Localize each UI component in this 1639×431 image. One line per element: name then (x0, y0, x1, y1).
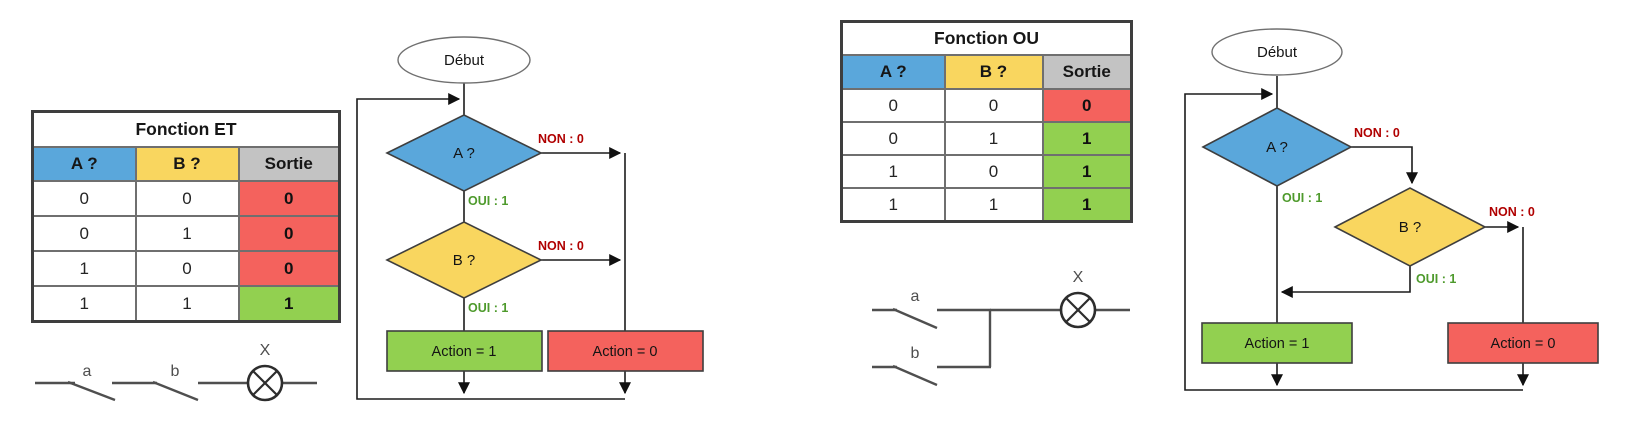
table-header-row: A ? B ? Sortie (840, 54, 1133, 90)
table-row: 1 1 1 (840, 187, 1133, 223)
table-title: Fonction OU (840, 20, 1133, 56)
col-header-a: A ? (31, 146, 137, 182)
flow-connectors (356, 82, 631, 400)
decision-b (385, 221, 543, 299)
wire-lines (872, 307, 1130, 387)
non-branch-a-line (1351, 146, 1418, 185)
decision-a-label: A ? (1266, 139, 1288, 156)
flowchart-et: Début A ? B ? NON : 0 NON : 0 OUI : 1 OU… (356, 36, 704, 400)
switch-b-blade (152, 380, 199, 402)
col-header-sortie: Sortie (237, 146, 341, 182)
decision-a-label: A ? (453, 145, 475, 162)
cell-a: 1 (840, 154, 946, 189)
start-node (397, 36, 531, 84)
action-0-label: Action = 0 (1491, 336, 1556, 352)
cell-sortie: 0 (237, 250, 341, 287)
decision-b (1333, 187, 1487, 267)
decision-a (385, 114, 543, 192)
cell-b: 1 (134, 215, 240, 252)
circuit-et-series: a b X (35, 342, 317, 402)
oui-branch-b-label: OUI : 1 (468, 301, 508, 315)
table-title-row: Fonction OU (840, 20, 1133, 56)
table-row: 1 1 1 (31, 285, 341, 323)
flow-connectors (1184, 76, 1529, 391)
non-branch-b-label: NON : 0 (1489, 205, 1535, 219)
table-title-row: Fonction ET (31, 110, 341, 148)
cell-b: 0 (134, 180, 240, 217)
switch-a-blade (67, 380, 116, 402)
non-branch-a-label: NON : 0 (538, 132, 584, 146)
table-row: 0 0 0 (840, 88, 1133, 123)
action-0-box (1447, 322, 1599, 364)
table-title: Fonction ET (31, 110, 341, 148)
cell-a: 0 (840, 88, 946, 123)
table-row: 0 0 0 (31, 180, 341, 217)
action-1-box (386, 330, 543, 372)
col-header-b: B ? (943, 54, 1044, 90)
cell-a: 0 (31, 180, 137, 217)
loop-back-line (1184, 88, 1523, 391)
cell-sortie: 1 (1041, 121, 1133, 156)
lamp-label: X (260, 342, 271, 359)
non-branch-a-label: NON : 0 (1354, 126, 1400, 140)
action-1-box (1201, 322, 1353, 364)
cell-sortie: 0 (1041, 88, 1133, 123)
lamp-label: X (1073, 269, 1084, 286)
oui-branch-a-label: OUI : 1 (468, 194, 508, 208)
table-row: 0 1 0 (31, 215, 341, 252)
table-row: 1 0 1 (840, 154, 1133, 189)
action-1-label: Action = 1 (432, 344, 497, 360)
cell-a: 1 (840, 187, 946, 223)
truth-table-ou: Fonction OU A ? B ? Sortie 0 0 0 0 1 1 1… (840, 20, 1134, 223)
cell-a: 0 (31, 215, 137, 252)
start-label: Début (444, 52, 485, 69)
col-header-sortie: Sortie (1041, 54, 1133, 90)
cell-b: 0 (134, 250, 240, 287)
table-row: 1 0 0 (31, 250, 341, 287)
loop-back-line (356, 93, 625, 400)
oui-branch-a-label: OUI : 1 (1282, 191, 1322, 205)
decision-b-label: B ? (1399, 219, 1422, 236)
switch-b-blade (892, 364, 938, 387)
cell-sortie: 1 (237, 285, 341, 323)
truth-table-et: Fonction ET A ? B ? Sortie 0 0 0 0 1 0 1… (31, 110, 341, 323)
cell-b: 0 (943, 88, 1044, 123)
wire-lines (35, 380, 317, 402)
lamp-icon (246, 364, 284, 402)
cell-b: 0 (943, 154, 1044, 189)
switch-a-label: a (911, 288, 920, 305)
cell-a: 1 (31, 285, 137, 323)
cell-sortie: 1 (1041, 154, 1133, 189)
cell-a: 0 (840, 121, 946, 156)
decision-b-label: B ? (453, 252, 476, 269)
switch-b-label: b (171, 363, 180, 380)
non-branch-b-label: NON : 0 (538, 239, 584, 253)
start-label: Début (1257, 44, 1298, 61)
action-0-label: Action = 0 (593, 344, 658, 360)
table-row: 0 1 1 (840, 121, 1133, 156)
start-node (1211, 28, 1343, 76)
table-header-row: A ? B ? Sortie (31, 146, 341, 182)
cell-b: 1 (943, 187, 1044, 223)
decision-a (1201, 107, 1353, 187)
oui-branch-b-line (1280, 266, 1411, 298)
cell-b: 1 (134, 285, 240, 323)
flowchart-ou: Début A ? B ? NON : 0 NON : 0 OUI : 1 OU… (1184, 28, 1599, 391)
switch-a-blade (892, 307, 938, 330)
cell-sortie: 0 (237, 180, 341, 217)
lamp-icon (1059, 291, 1097, 329)
action-1-label: Action = 1 (1245, 336, 1310, 352)
cell-b: 1 (943, 121, 1044, 156)
circuit-ou-parallel: a b X (872, 269, 1130, 387)
switch-b-label: b (911, 345, 920, 362)
cell-sortie: 0 (237, 215, 341, 252)
cell-sortie: 1 (1041, 187, 1133, 223)
oui-branch-b-label: OUI : 1 (1416, 272, 1456, 286)
action-0-box (547, 330, 704, 372)
cell-a: 1 (31, 250, 137, 287)
col-header-b: B ? (134, 146, 240, 182)
switch-a-label: a (83, 363, 92, 380)
col-header-a: A ? (840, 54, 946, 90)
